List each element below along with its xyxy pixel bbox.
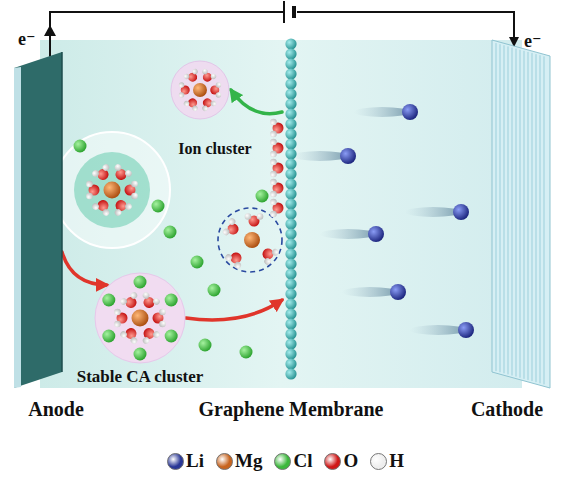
lithium-ions — [292, 104, 474, 338]
flow-arrow — [186, 300, 282, 320]
external-wire — [50, 12, 514, 56]
legend-item: Cl — [274, 450, 312, 472]
node-label: Anode — [28, 398, 84, 420]
legend-swatch — [167, 453, 184, 470]
legend-swatch — [370, 453, 387, 470]
node-label: Cathode — [471, 398, 543, 420]
cathode-plate: Cathode — [492, 40, 550, 388]
cathode-plate-shape — [492, 40, 550, 388]
cluster-circle-shape — [170, 60, 230, 120]
node-label: Ion cluster — [178, 140, 251, 158]
cluster-circle: Ion cluster — [170, 60, 230, 120]
legend-swatch — [216, 453, 233, 470]
cluster-circle-shape — [94, 272, 186, 364]
legend: Li Mg Cl O H — [0, 450, 571, 472]
legend-swatch — [274, 453, 291, 470]
anode-solvated-cluster — [54, 132, 170, 248]
legend-text: Cl — [293, 450, 312, 472]
legend-text: O — [343, 450, 358, 472]
flow-arrow — [231, 90, 282, 114]
legend-swatch — [324, 453, 341, 470]
legend-text: H — [389, 450, 404, 472]
anode-plate-shape — [14, 52, 62, 388]
dissociating-cluster — [218, 208, 282, 272]
electron-label: e⁻ — [524, 32, 542, 52]
graphene-membrane: Graphene Membrane — [284, 38, 298, 388]
anode-plate: Anode — [14, 52, 62, 388]
legend-item: Li — [167, 450, 204, 472]
legend-item: H — [370, 450, 404, 472]
graphene-membrane-shape — [284, 38, 298, 388]
legend-text: Mg — [235, 450, 262, 472]
legend-item: O — [324, 450, 358, 472]
electrolyte-cell — [40, 40, 522, 388]
node-label: Graphene Membrane — [199, 398, 384, 420]
electron-label: e⁻ — [18, 30, 36, 50]
legend-item: Mg — [216, 450, 262, 472]
node-label: Stable CA cluster — [77, 368, 204, 387]
legend-text: Li — [186, 450, 204, 472]
flow-arrow — [62, 252, 107, 285]
cluster-circle: Stable CA cluster — [94, 272, 186, 364]
adsorbed-water — [270, 119, 283, 218]
